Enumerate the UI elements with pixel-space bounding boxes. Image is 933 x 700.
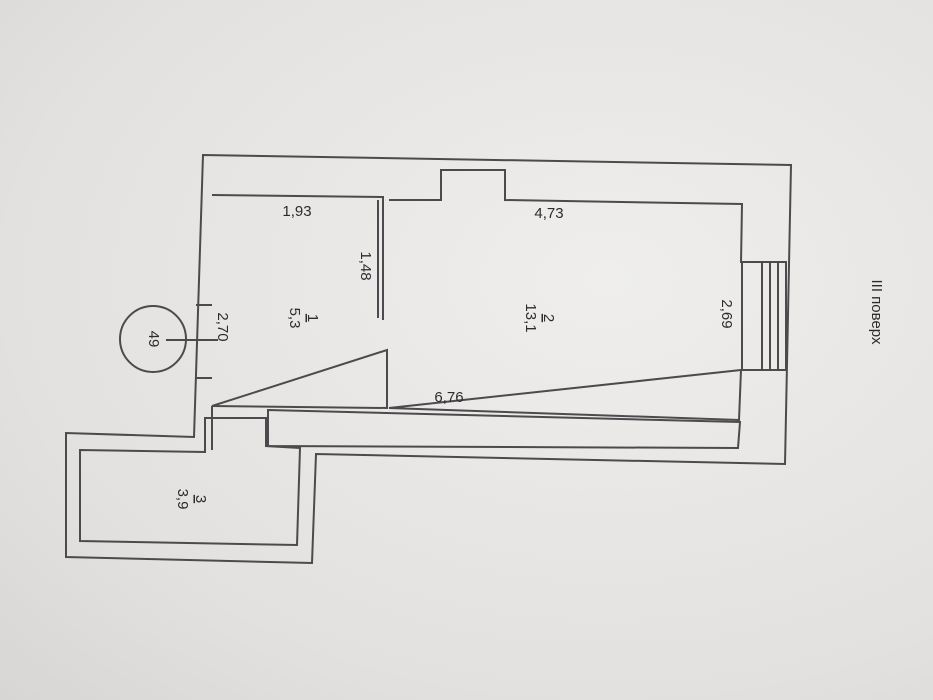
dimension-6-76: 6,76 (434, 389, 463, 406)
room-3-outline (79, 417, 302, 547)
dimension-2-69: 2,69 (718, 299, 735, 328)
room-2-area: 13,1 (522, 303, 539, 332)
dimension-4-73: 4,73 (534, 205, 563, 222)
dimension-1-48: 1,48 (357, 251, 374, 280)
corridor-outline (267, 408, 742, 450)
floor-label: III поверх (868, 280, 885, 345)
room-1-label: 1 5,3 (286, 308, 321, 329)
room-2-label: 2 13,1 (522, 303, 557, 332)
window-marker (741, 261, 787, 371)
dimension-1-93: 1,93 (282, 203, 311, 220)
outer-wall (65, 153, 793, 565)
room-3-number: 3 (192, 495, 209, 503)
room-2-number: 2 (540, 314, 557, 322)
room-3-label: 3 3,9 (174, 489, 209, 510)
room-3-area: 3,9 (174, 489, 191, 510)
building-number: 49 (145, 331, 162, 348)
room-2-outline (388, 169, 744, 422)
room-1-area: 5,3 (286, 308, 303, 329)
building-number-circle (119, 305, 187, 373)
dimension-2-70: 2,70 (214, 312, 231, 341)
entrance-marker (166, 304, 218, 379)
room-1-number: 1 (304, 314, 321, 322)
room-1-outline (211, 194, 388, 410)
